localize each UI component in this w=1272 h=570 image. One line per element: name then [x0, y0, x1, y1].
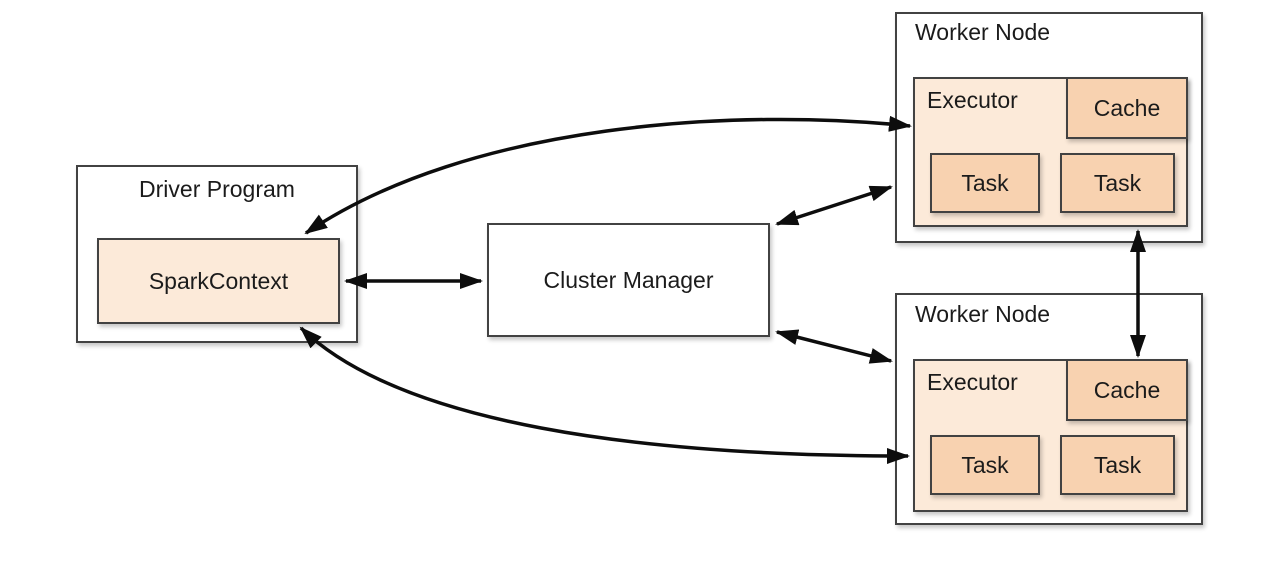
worker-2-task-box: Task: [1060, 435, 1175, 495]
worker-1-executor-label: Executor: [927, 87, 1018, 113]
worker-node-1-label: Worker Node: [915, 19, 1051, 45]
worker-1-cache-label: Cache: [1093, 94, 1161, 121]
worker-1-task-box: Task: [1060, 153, 1175, 213]
worker-1-task-label: Task: [1093, 169, 1142, 196]
cluster-manager-box: Cluster Manager: [487, 223, 770, 337]
worker-1-task-box: Task: [930, 153, 1040, 213]
arrow-clustermanager-worker2: [775, 329, 893, 364]
cluster-manager-label: Cluster Manager: [543, 266, 714, 293]
arrow-sparkcontext-worker1-executor: [304, 115, 912, 235]
worker-2-cache-label: Cache: [1093, 376, 1161, 403]
spark-context-box: SparkContext: [97, 238, 340, 324]
worker-1-cache-box: Cache: [1066, 77, 1188, 139]
worker-2-cache-box: Cache: [1066, 359, 1188, 421]
worker-2-task-box: Task: [930, 435, 1040, 495]
spark-context-label: SparkContext: [148, 267, 289, 294]
worker-node-2-label: Worker Node: [915, 301, 1051, 327]
worker-2-task-label: Task: [961, 451, 1009, 478]
arrow-clustermanager-worker1: [775, 185, 893, 226]
arrow-sparkcontext-worker2-executor: [299, 326, 910, 464]
worker-1-task-label: Task: [961, 169, 1009, 196]
driver-program-label: Driver Program: [139, 176, 295, 202]
worker-2-task-label: Task: [1093, 451, 1142, 478]
worker-2-executor-label: Executor: [927, 369, 1018, 395]
